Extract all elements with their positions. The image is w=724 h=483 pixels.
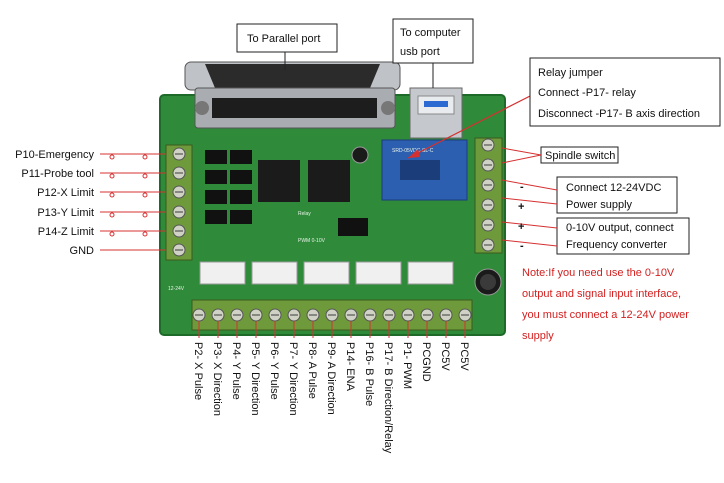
bottom-pin-label: P2- X Pulse	[192, 342, 204, 400]
bottom-pin-label: P16- B Pulse	[363, 342, 375, 406]
relay: SRD-05VDC-SL-C	[381, 139, 468, 201]
left-pin-label: P11-Probe tool	[21, 168, 94, 180]
parallel-port-label: To Parallel port	[247, 33, 320, 45]
switch-contact	[142, 212, 148, 218]
analog-minus-mark: -	[520, 240, 524, 252]
right-terminal-block	[474, 137, 503, 254]
power-label-line2: Power supply	[566, 199, 633, 211]
relay-label-line2: Connect -P17- relay	[538, 87, 636, 99]
db25-connector	[184, 61, 401, 129]
switch-contact	[109, 154, 115, 160]
parallel-port-callout: To Parallel port	[236, 23, 338, 70]
header-connectors	[199, 261, 454, 285]
bottom-pin-label: PC5V	[458, 342, 470, 371]
bottom-pin-label: P17- B Direction/Relay	[382, 342, 394, 454]
ic-chips	[205, 150, 368, 236]
bottom-pin-label: P9- A Direction	[325, 342, 337, 415]
left-pin-label: P13-Y Limit	[37, 207, 94, 219]
power-note: Note:If you need use the 0-10V output and…	[522, 267, 689, 342]
note-line: output and signal input interface,	[522, 288, 681, 300]
left-pin-label: P12-X Limit	[37, 187, 94, 199]
note-line: supply	[522, 330, 554, 342]
board-relay-mark: Relay	[298, 211, 311, 217]
bottom-pin-label: P6- Y Pulse	[268, 342, 280, 400]
relay-jumper-callout: Relay jumper Connect -P17- relay Disconn…	[529, 57, 721, 127]
left-pin-label: P14-Z Limit	[38, 226, 94, 238]
usb-label-line1: To computer	[400, 27, 461, 39]
switch-contact	[142, 154, 148, 160]
note-line: you must connect a 12-24V power	[522, 309, 689, 321]
relay-model-label: SRD-05VDC-SL-C	[392, 148, 434, 154]
bottom-pin-label: PCGND	[420, 342, 432, 382]
switch-contact	[109, 212, 115, 218]
board-volt-mark: 12-24V	[168, 286, 185, 292]
analog-label-line1: 0-10V output, connect	[566, 222, 674, 234]
switch-contact	[142, 192, 148, 198]
power-minus-mark: -	[520, 181, 524, 193]
switch-contact	[142, 173, 148, 179]
power-plus-mark: +	[518, 201, 524, 213]
switch-contact	[109, 173, 115, 179]
relay-label-line3: Disconnect -P17- B axis direction	[538, 108, 700, 120]
usb-label-line2: usb port	[400, 46, 440, 58]
bottom-pin-label: P8- A Pulse	[306, 342, 318, 399]
left-pin-label: P10-Emergency	[15, 149, 94, 161]
board-pwm-mark: PWM 0-10V	[298, 238, 326, 244]
bottom-pin-label: PC5V	[439, 342, 451, 371]
relay-jumper-arrow	[407, 91, 539, 159]
switch-contact	[109, 231, 115, 237]
spindle-label: Spindle switch	[545, 150, 615, 162]
left-pin-label: GND	[70, 245, 95, 257]
bottom-pin-label: P14- ENA	[344, 342, 356, 392]
power-label-line1: Connect 12-24VDC	[566, 182, 661, 194]
relay-label-line1: Relay jumper	[538, 67, 603, 79]
power-callout: Connect 12-24VDC Power supply - +	[501, 176, 678, 214]
usb-callout: To computer usb port	[392, 18, 474, 88]
spindle-callout: Spindle switch	[501, 146, 619, 164]
analog-label-line2: Frequency converter	[566, 239, 667, 251]
bottom-pin-labels: P2- X Pulse P3- X Direction P4- Y Pulse P5-…	[192, 321, 470, 454]
bottom-pin-label: P7- Y Direction	[287, 342, 299, 416]
switch-contact	[109, 192, 115, 198]
left-terminal-block	[165, 144, 193, 261]
analog-callout: 0-10V output, connect Frequency converte…	[501, 217, 690, 255]
analog-plus-mark: +	[518, 221, 524, 233]
bottom-pin-label: P5- Y Direction	[249, 342, 261, 416]
switch-contact	[142, 231, 148, 237]
usb-connector	[409, 87, 463, 139]
bottom-pin-label: P1- PWM	[401, 342, 413, 389]
note-line: Note:If you need use the 0-10V	[522, 267, 675, 279]
bottom-pin-label: P3- X Direction	[211, 342, 223, 416]
bottom-pin-label: P4- Y Pulse	[230, 342, 242, 400]
